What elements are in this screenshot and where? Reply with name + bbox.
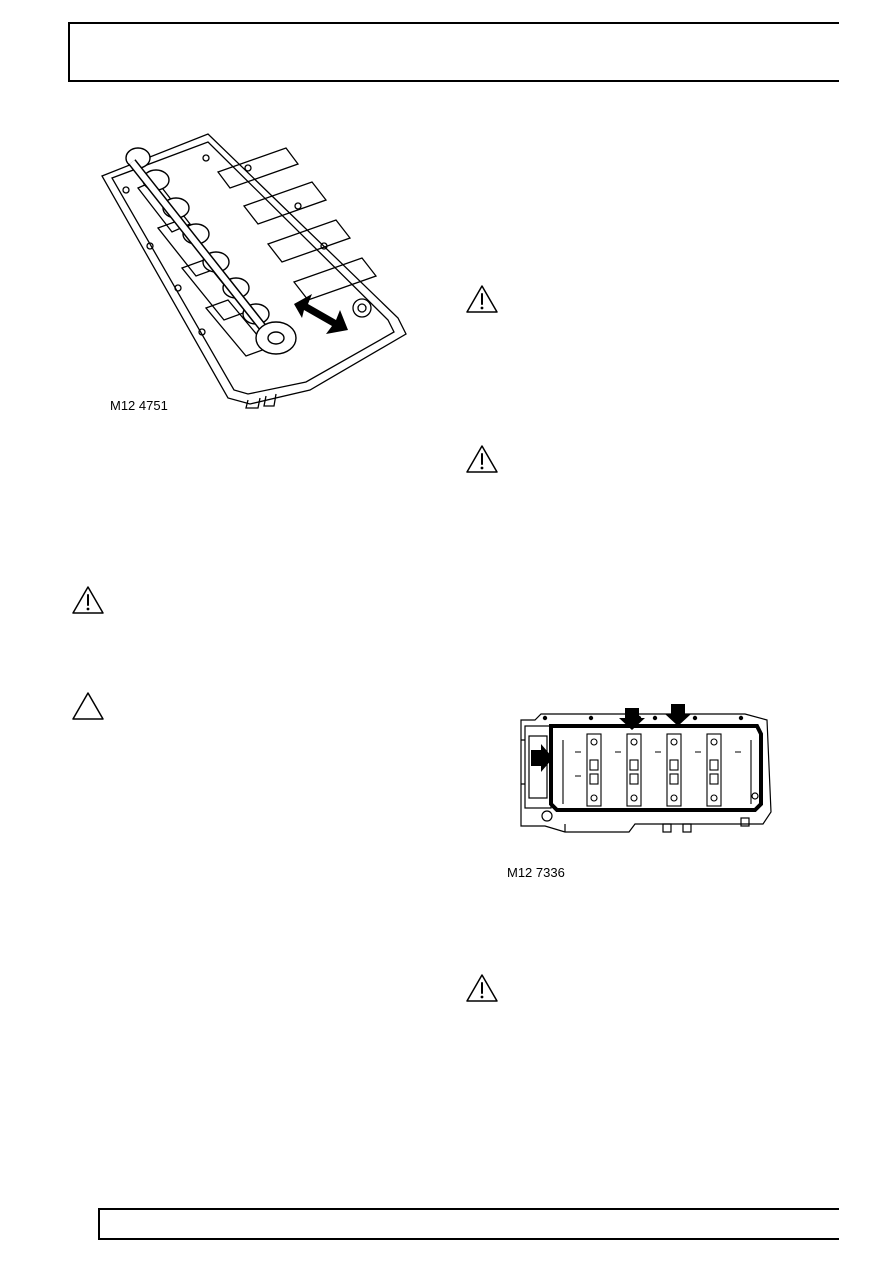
bearing-cap-figure: M12 7336	[505, 700, 785, 885]
page-footer-frame	[98, 1208, 839, 1240]
warning-triangle-icon	[464, 972, 500, 1004]
camshaft-illustration	[101, 133, 407, 409]
warning-triangle-icon	[464, 443, 500, 475]
bearing-cap-illustration	[520, 704, 772, 833]
camshaft-figure-label: M12 4751	[110, 398, 168, 413]
warning-triangle-icon	[70, 584, 106, 616]
camshaft-figure: M12 4751	[98, 128, 408, 413]
page-header-frame	[68, 22, 839, 82]
bearing-cap-figure-label: M12 7336	[507, 865, 565, 880]
caution-triangle-icon	[70, 690, 106, 722]
warning-triangle-icon	[464, 283, 500, 315]
